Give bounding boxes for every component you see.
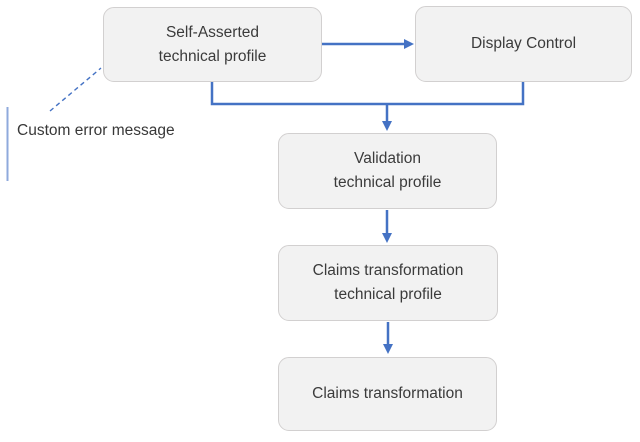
callout-line: message <box>111 122 175 139</box>
node-claims-transformation: Claims transformation <box>278 357 497 431</box>
node-label-line: technical profile <box>333 174 442 191</box>
node-display-control: Display Control <box>415 6 632 82</box>
node-validation-technical-profile: Validation technical profile <box>278 133 497 209</box>
node-self-asserted-technical-profile: Self-Asserted technical profile <box>103 7 322 82</box>
elbow-connector-top-boxes <box>210 81 525 106</box>
node-label-line: Display Control <box>470 35 577 52</box>
node-label-line: technical profile <box>158 47 267 65</box>
node-label-line: Self-Asserted <box>165 23 260 41</box>
node-label-line: Claims transformation <box>312 262 464 279</box>
callout-custom-error-message: Custom error message <box>17 118 175 144</box>
node-label-line: Validation <box>354 150 421 167</box>
node-label-line: technical profile <box>334 286 442 303</box>
node-claims-transformation-technical-profile: Claims transformation technical profile <box>278 245 498 321</box>
callout-dashed-leader-line <box>49 67 102 112</box>
callout-line: Custom error <box>17 122 108 139</box>
node-label-line: Claims transformation <box>312 385 463 402</box>
